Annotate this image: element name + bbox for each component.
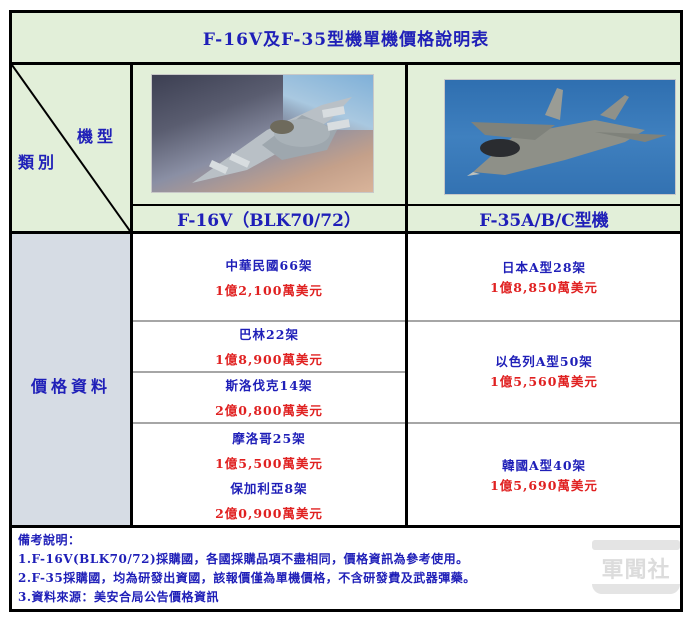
f16v-entry-morocco-bulgaria: 摩洛哥25架 1億5,500萬美元 保加利亞8架 2億0,900萬美元 (215, 431, 323, 521)
f16v-image-cell (133, 65, 405, 204)
f16v-fighter-jet-photo (151, 74, 374, 193)
f35-entry-israel: 以色列A型50架 1億5,560萬美元 (490, 354, 598, 389)
f16v-entry-slovakia: 斯洛伐克14架 2億0,800萬美元 (215, 377, 323, 418)
note-item: 1.F-16V(BLK70/72)採購國，各國採購品項不盡相同，價格資訊為參考使… (18, 552, 469, 566)
f35-entry-korea: 韓國A型40架 1億5,690萬美元 (490, 458, 598, 493)
f35-entry-japan: 日本A型28架 1億8,850萬美元 (490, 259, 598, 295)
f16v-entry-bahrain: 巴林22架 1億8,900萬美元 (215, 326, 323, 367)
price-table: F-16V及F-35型機單機價格說明表 機型 類別 F-16V（BLK70/72… (9, 10, 683, 612)
f35-fighter-jet-photo (444, 79, 676, 195)
notes-section: 備考說明： 1.F-16V(BLK70/72)採購國，各國採購品項不盡相同，價格… (12, 528, 680, 609)
f16v-entry-taiwan: 中華民國66架 1億2,100萬美元 (215, 257, 323, 298)
corner-category-label: 類別 (18, 153, 59, 172)
note-item: 2.F-35採購國，均為研發出資國，該報價僅為單機價格，不含研發費及武器彈藥。 (18, 571, 476, 585)
f35-column-header: F-35A/B/C型機 (408, 206, 680, 231)
corner-model-label: 機型 (77, 127, 118, 146)
f16v-column-header: F-16V（BLK70/72） (133, 206, 405, 231)
corner-header-cell: 機型 類別 (12, 65, 130, 231)
f35-image-cell (408, 65, 680, 204)
watermark-logo: 軍聞社 (592, 536, 680, 598)
price-info-label: 價格資料 (30, 377, 111, 396)
table-title: F-16V及F-35型機單機價格說明表 (12, 13, 680, 62)
notes-heading: 備考說明： (18, 533, 81, 547)
diagonal-line (12, 65, 130, 231)
note-item: 3.資料來源：美安合局公告價格資訊 (18, 590, 220, 604)
price-info-label-cell: 價格資料 (12, 234, 130, 528)
